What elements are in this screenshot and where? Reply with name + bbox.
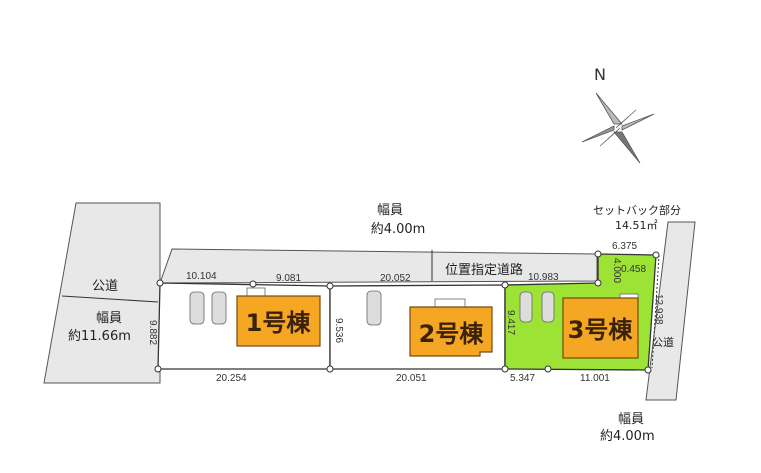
right-road-label: 公道 bbox=[652, 335, 674, 349]
parking-cars bbox=[189, 290, 555, 326]
setback-area: 14.51㎡ bbox=[615, 219, 658, 232]
dim-top-lot2: 20.052 bbox=[380, 273, 411, 284]
dim-bottom-lot3-right: 11.001 bbox=[580, 373, 610, 384]
dim-top-lot3: 10.983 bbox=[528, 272, 559, 283]
dim-top-lot1-right: 9.081 bbox=[276, 273, 301, 284]
dim-bottom-lot2: 20.051 bbox=[396, 373, 427, 384]
car-icon bbox=[519, 291, 533, 323]
setback-label: セットバック部分 bbox=[593, 203, 681, 217]
car-icon bbox=[189, 291, 205, 325]
house-1: 1号棟 bbox=[236, 287, 321, 347]
dim-left-side: 9.882 bbox=[147, 320, 158, 345]
setback-line bbox=[651, 254, 660, 369]
dim-road-top-right: 6.375 bbox=[612, 241, 637, 252]
house-2-label: 2号棟 bbox=[419, 320, 485, 348]
right-road-width-label: 幅員 bbox=[618, 412, 644, 427]
car-icon bbox=[541, 291, 555, 323]
left-road-width-label: 幅員 bbox=[96, 311, 122, 326]
left-road-label: 公道 bbox=[92, 279, 118, 294]
dim-side-lot3-road: 4.000 bbox=[611, 258, 622, 283]
house-1-label: 1号棟 bbox=[246, 309, 312, 337]
top-road-width-label: 幅員 bbox=[377, 203, 403, 218]
top-road-width-value: 約4.00m bbox=[371, 222, 426, 237]
dim-top-lot1-left: 10.104 bbox=[186, 271, 217, 282]
car-icon bbox=[211, 291, 227, 325]
dim-right-side: 12.938 bbox=[653, 294, 664, 325]
compass-rose-icon: N bbox=[581, 65, 655, 164]
car-icon bbox=[366, 290, 382, 326]
house-3-label: 3号棟 bbox=[568, 316, 634, 344]
dim-divider-2-3: 9.417 bbox=[505, 310, 516, 335]
dim-divider-1-2: 9.536 bbox=[333, 318, 344, 343]
left-road-width-value: 約11.66m bbox=[68, 329, 131, 344]
compass-north-label: N bbox=[594, 65, 606, 84]
dim-bottom-lot3-left: 5.347 bbox=[510, 373, 535, 384]
house-3: 3号棟 bbox=[562, 293, 639, 359]
right-road-width-value: 約4.00m bbox=[600, 429, 655, 444]
dim-corner: 0.458 bbox=[621, 264, 646, 275]
house-2: 2号棟 bbox=[409, 298, 493, 357]
survey-points bbox=[154, 250, 660, 374]
dim-bottom-lot1: 20.254 bbox=[216, 373, 247, 384]
designated-road-label: 位置指定道路 bbox=[445, 262, 523, 278]
left-road-width-line bbox=[61, 295, 159, 303]
left-public-road bbox=[43, 202, 161, 384]
